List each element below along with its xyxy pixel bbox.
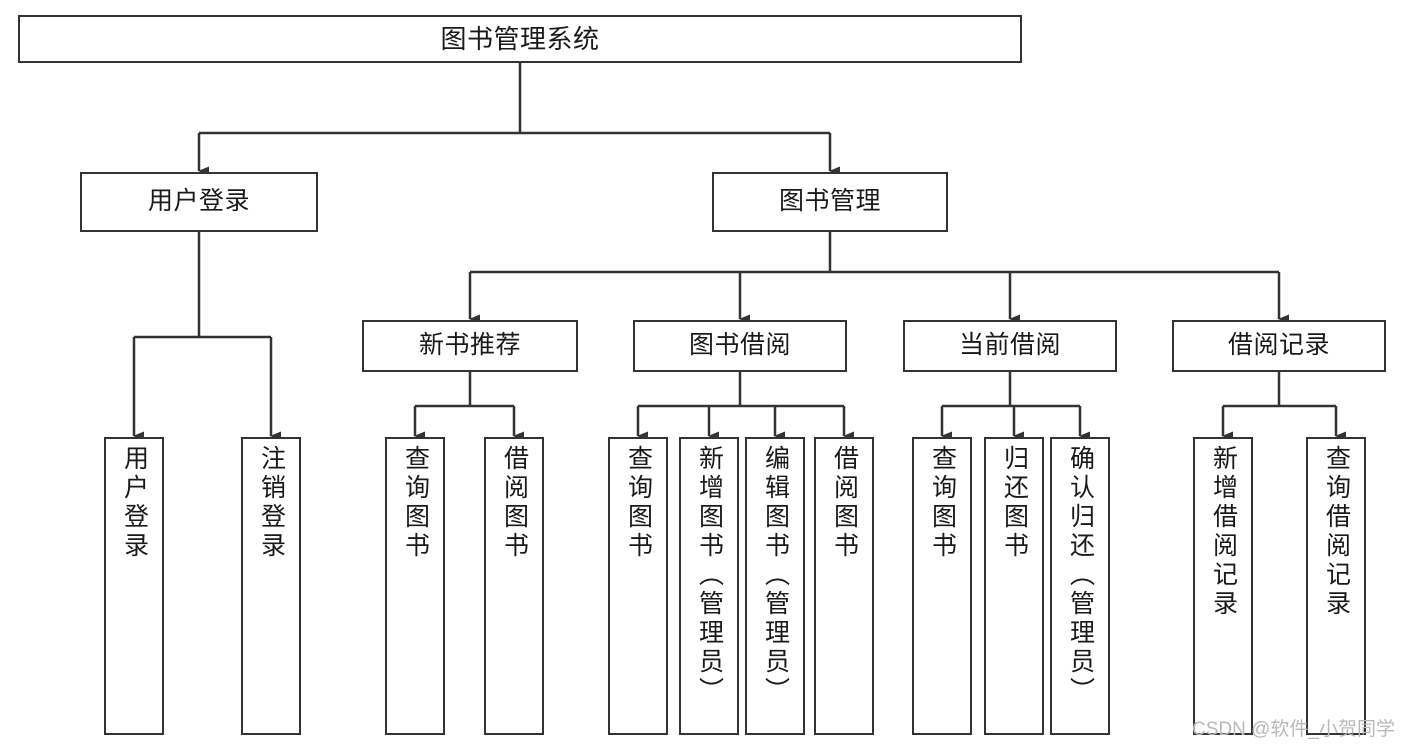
node-label-leaf-cb-query: 查询图书 <box>928 445 957 561</box>
node-label-leaf-rec-borrow: 借阅图书 <box>500 445 529 561</box>
node-label-leaf-logout: 注销登录 <box>257 445 286 561</box>
node-label-leaf-bb-borrow: 借阅图书 <box>830 445 859 561</box>
node-label-leaf-bb-query: 查询图书 <box>624 445 653 561</box>
node-label-leaf-bb-add: 新增图书（管理员） <box>695 445 724 706</box>
node-leaf-rec-borrow[interactable]: 借阅图书 <box>484 437 544 735</box>
node-label-leaf-br-query: 查询借阅记录 <box>1322 445 1351 619</box>
node-leaf-br-query[interactable]: 查询借阅记录 <box>1306 437 1366 735</box>
node-root[interactable]: 图书管理系统 <box>18 15 1022 63</box>
node-borrow-record[interactable]: 借阅记录 <box>1172 320 1386 372</box>
node-leaf-rec-query[interactable]: 查询图书 <box>385 437 445 735</box>
node-label-leaf-br-add: 新增借阅记录 <box>1209 445 1238 619</box>
node-leaf-bb-edit[interactable]: 编辑图书（管理员） <box>745 437 805 735</box>
node-label-leaf-cb-confirm: 确认归还（管理员） <box>1066 445 1095 706</box>
node-label-leaf-user-login: 用户登录 <box>120 445 149 561</box>
node-label-leaf-bb-edit: 编辑图书（管理员） <box>761 445 790 706</box>
node-leaf-bb-query[interactable]: 查询图书 <box>608 437 668 735</box>
node-label-borrow-record: 借阅记录 <box>1227 331 1330 360</box>
connector-lines <box>132 63 1346 441</box>
node-label-current-borrow: 当前借阅 <box>958 331 1061 360</box>
node-new-book-rec[interactable]: 新书推荐 <box>362 320 578 372</box>
node-leaf-bb-add[interactable]: 新增图书（管理员） <box>679 437 739 735</box>
node-leaf-cb-confirm[interactable]: 确认归还（管理员） <box>1050 437 1110 735</box>
node-label-root: 图书管理系统 <box>440 23 600 54</box>
node-leaf-logout[interactable]: 注销登录 <box>241 437 301 735</box>
node-book-manage[interactable]: 图书管理 <box>712 172 948 232</box>
node-leaf-bb-borrow[interactable]: 借阅图书 <box>814 437 874 735</box>
node-user-login[interactable]: 用户登录 <box>80 172 318 232</box>
node-book-borrow[interactable]: 图书借阅 <box>633 320 847 372</box>
node-leaf-cb-query[interactable]: 查询图书 <box>912 437 972 735</box>
node-label-book-manage: 图书管理 <box>778 187 881 216</box>
node-label-new-book-rec: 新书推荐 <box>418 331 521 360</box>
node-label-leaf-rec-query: 查询图书 <box>401 445 430 561</box>
node-label-book-borrow: 图书借阅 <box>688 331 791 360</box>
node-label-user-login: 用户登录 <box>147 187 250 216</box>
csdn-watermark: CSDN @软件_小贺同学 <box>1192 719 1395 740</box>
node-leaf-br-add[interactable]: 新增借阅记录 <box>1193 437 1253 735</box>
node-label-leaf-cb-return: 归还图书 <box>1000 445 1029 561</box>
node-leaf-user-login[interactable]: 用户登录 <box>104 437 164 735</box>
node-leaf-cb-return[interactable]: 归还图书 <box>984 437 1044 735</box>
node-current-borrow[interactable]: 当前借阅 <box>903 320 1117 372</box>
